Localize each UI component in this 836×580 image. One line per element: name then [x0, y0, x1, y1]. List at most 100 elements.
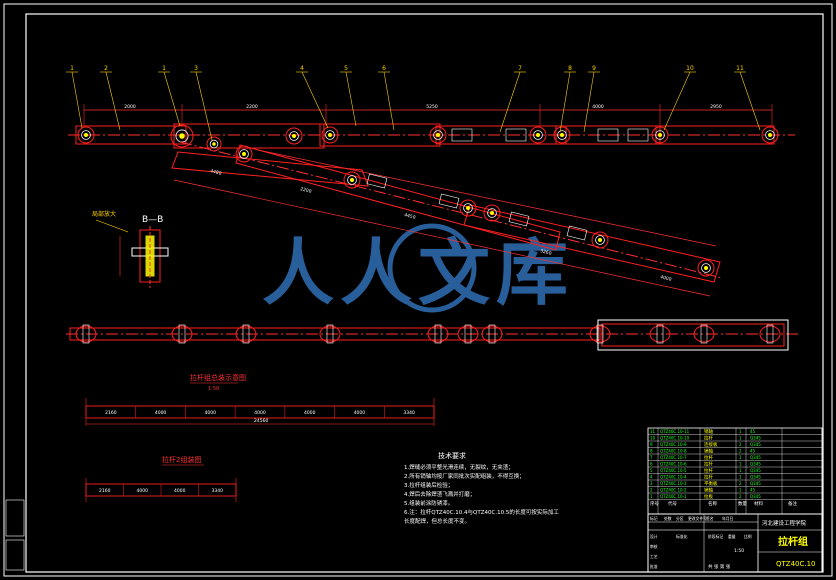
- svg-text:1: 1: [70, 65, 74, 72]
- parts-header: 序号代号名称数量材料备注: [650, 500, 797, 507]
- upper-pin-8: [553, 126, 571, 144]
- svg-text:QTZ40C.10-9: QTZ40C.10-9: [660, 442, 687, 447]
- tb-label-8: 标准化: [676, 534, 688, 539]
- svg-text:8: 8: [568, 65, 572, 72]
- watermark: 人人文库: [262, 223, 568, 315]
- svg-text:9: 9: [592, 65, 596, 72]
- incl-dim-5: 4000: [660, 274, 673, 283]
- svg-text:QTZ40C.10-8: QTZ40C.10-8: [660, 449, 687, 454]
- incl-joint-2: [438, 193, 460, 209]
- section-note: 局部放大: [92, 210, 116, 218]
- flat-bar-plan-view: [66, 319, 800, 351]
- callout-8: 7: [499, 65, 526, 133]
- svg-text:连接板: 连接板: [704, 441, 718, 448]
- svg-text:4: 4: [650, 475, 653, 480]
- upper-pins: [77, 124, 779, 152]
- svg-text:3: 3: [650, 481, 653, 486]
- section-b-b: B—B 局部放大: [92, 210, 169, 288]
- plan-bar-body: [69, 327, 601, 341]
- plan-pin-3: [235, 324, 257, 344]
- svg-text:拉杆: 拉杆: [704, 454, 713, 461]
- tb-label-12: 阶段标记: [708, 534, 723, 539]
- tech-req-item-3: 3.拉杆组装后检验；: [404, 481, 453, 489]
- svg-text:数量: 数量: [738, 500, 747, 507]
- svg-text:8: 8: [650, 449, 653, 454]
- svg-text:名称: 名称: [708, 500, 717, 507]
- svg-text:QTZ40C.10-5: QTZ40C.10-5: [660, 468, 687, 473]
- svg-text:Q345: Q345: [750, 468, 761, 473]
- upper-pin-1: [77, 126, 95, 144]
- view-upper-dim-7: 3340: [403, 410, 415, 416]
- svg-text:3: 3: [194, 65, 198, 72]
- svg-text:1: 1: [739, 455, 742, 460]
- svg-text:7: 7: [650, 455, 653, 460]
- view-lower-dim-1: 2160: [99, 488, 111, 494]
- svg-text:销轴: 销轴: [704, 487, 713, 494]
- svg-text:45: 45: [750, 449, 756, 454]
- svg-text:拉杆: 拉杆: [704, 435, 713, 442]
- tb-label-11: 批准: [650, 564, 658, 569]
- incl-dim-2: 2200: [300, 186, 313, 195]
- tb-label-1: 标记: [650, 516, 658, 521]
- svg-text:2: 2: [739, 494, 742, 499]
- incl-dim-1: 4480: [210, 168, 223, 177]
- svg-text:2: 2: [739, 442, 742, 447]
- incl-dim-4: 3260: [540, 248, 553, 257]
- plan-pin-4: [319, 324, 341, 344]
- plan-pin-9: [649, 324, 671, 344]
- joint-block-3: [597, 128, 619, 142]
- inclined-dim-lower: [173, 179, 711, 297]
- svg-text:QTZ40C.10-1: QTZ40C.10-1: [660, 494, 687, 499]
- svg-text:9: 9: [650, 442, 653, 447]
- svg-text:1: 1: [739, 468, 742, 473]
- plan-pin-7: [481, 324, 503, 344]
- inclined-bar-assembly: [171, 141, 723, 297]
- tech-req-item-1: 1.焊缝必须平整光滑连续，无裂纹，无夹渣；: [404, 463, 514, 471]
- view-upper-dim-6: 4000: [354, 410, 366, 416]
- svg-text:Q345: Q345: [750, 475, 761, 480]
- upper-pin-7: [529, 126, 547, 144]
- svg-text:QTZ40C.10-4: QTZ40C.10-4: [660, 475, 687, 480]
- svg-text:备注: 备注: [788, 500, 797, 507]
- inclined-bar-1: [171, 151, 369, 187]
- technical-requirements: 技术要求 1.焊缝必须平整光滑连续，无裂纹，无夹渣；2.所有销轴均按厂家同批次实…: [404, 451, 559, 525]
- tech-req-title: 技术要求: [438, 451, 466, 460]
- svg-text:5: 5: [344, 65, 348, 72]
- callout-9: 8: [559, 65, 576, 133]
- watermark-ring: [387, 223, 477, 313]
- svg-text:Q345: Q345: [750, 442, 761, 447]
- tech-req-items: 1.焊缝必须平整光滑连续，无裂纹，无夹渣；2.所有销轴均按厂家同批次实配组装，不…: [404, 463, 559, 525]
- inclined-bar-2: [235, 144, 561, 251]
- svg-text:2: 2: [739, 481, 742, 486]
- plan-pin-10: [693, 324, 715, 344]
- tech-req-item-4: 4.焊后去除焊渣飞溅并打磨；: [404, 490, 475, 498]
- tb-scale: 1:50: [734, 548, 744, 554]
- view-lower-dim-4: 3340: [212, 488, 224, 494]
- upper-pin-6: [429, 126, 447, 144]
- svg-text:11: 11: [736, 65, 744, 72]
- callout-11: 10: [663, 65, 696, 131]
- svg-text:5: 5: [650, 468, 653, 473]
- svg-text:Q345: Q345: [750, 436, 761, 441]
- joint-block-1: [451, 128, 473, 142]
- callout-10: 9: [583, 65, 600, 133]
- incl-pin-1: [235, 145, 253, 163]
- tb-label-2: 处数: [664, 516, 672, 521]
- svg-text:Q345: Q345: [750, 462, 761, 467]
- svg-text:4: 4: [300, 65, 304, 72]
- title-block-labels: 标记处数分区更改文件号签名年月日设计标准化审核工艺批准阶段标记重量比例: [650, 516, 752, 569]
- tb-label-7: 设计: [650, 534, 658, 539]
- svg-text:销轴: 销轴: [704, 428, 713, 435]
- drawing-number: QTZ40C.10: [776, 560, 816, 568]
